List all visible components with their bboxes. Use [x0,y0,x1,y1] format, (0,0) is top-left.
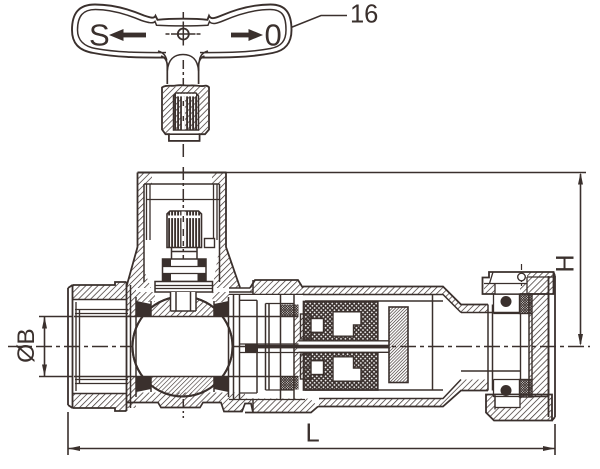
svg-text:L: L [306,420,320,448]
svg-text:H: H [552,254,580,272]
svg-text:S: S [89,18,110,53]
svg-text:ØB: ØB [13,329,40,363]
svg-text:0: 0 [265,18,282,53]
svg-text:16: 16 [350,1,378,29]
